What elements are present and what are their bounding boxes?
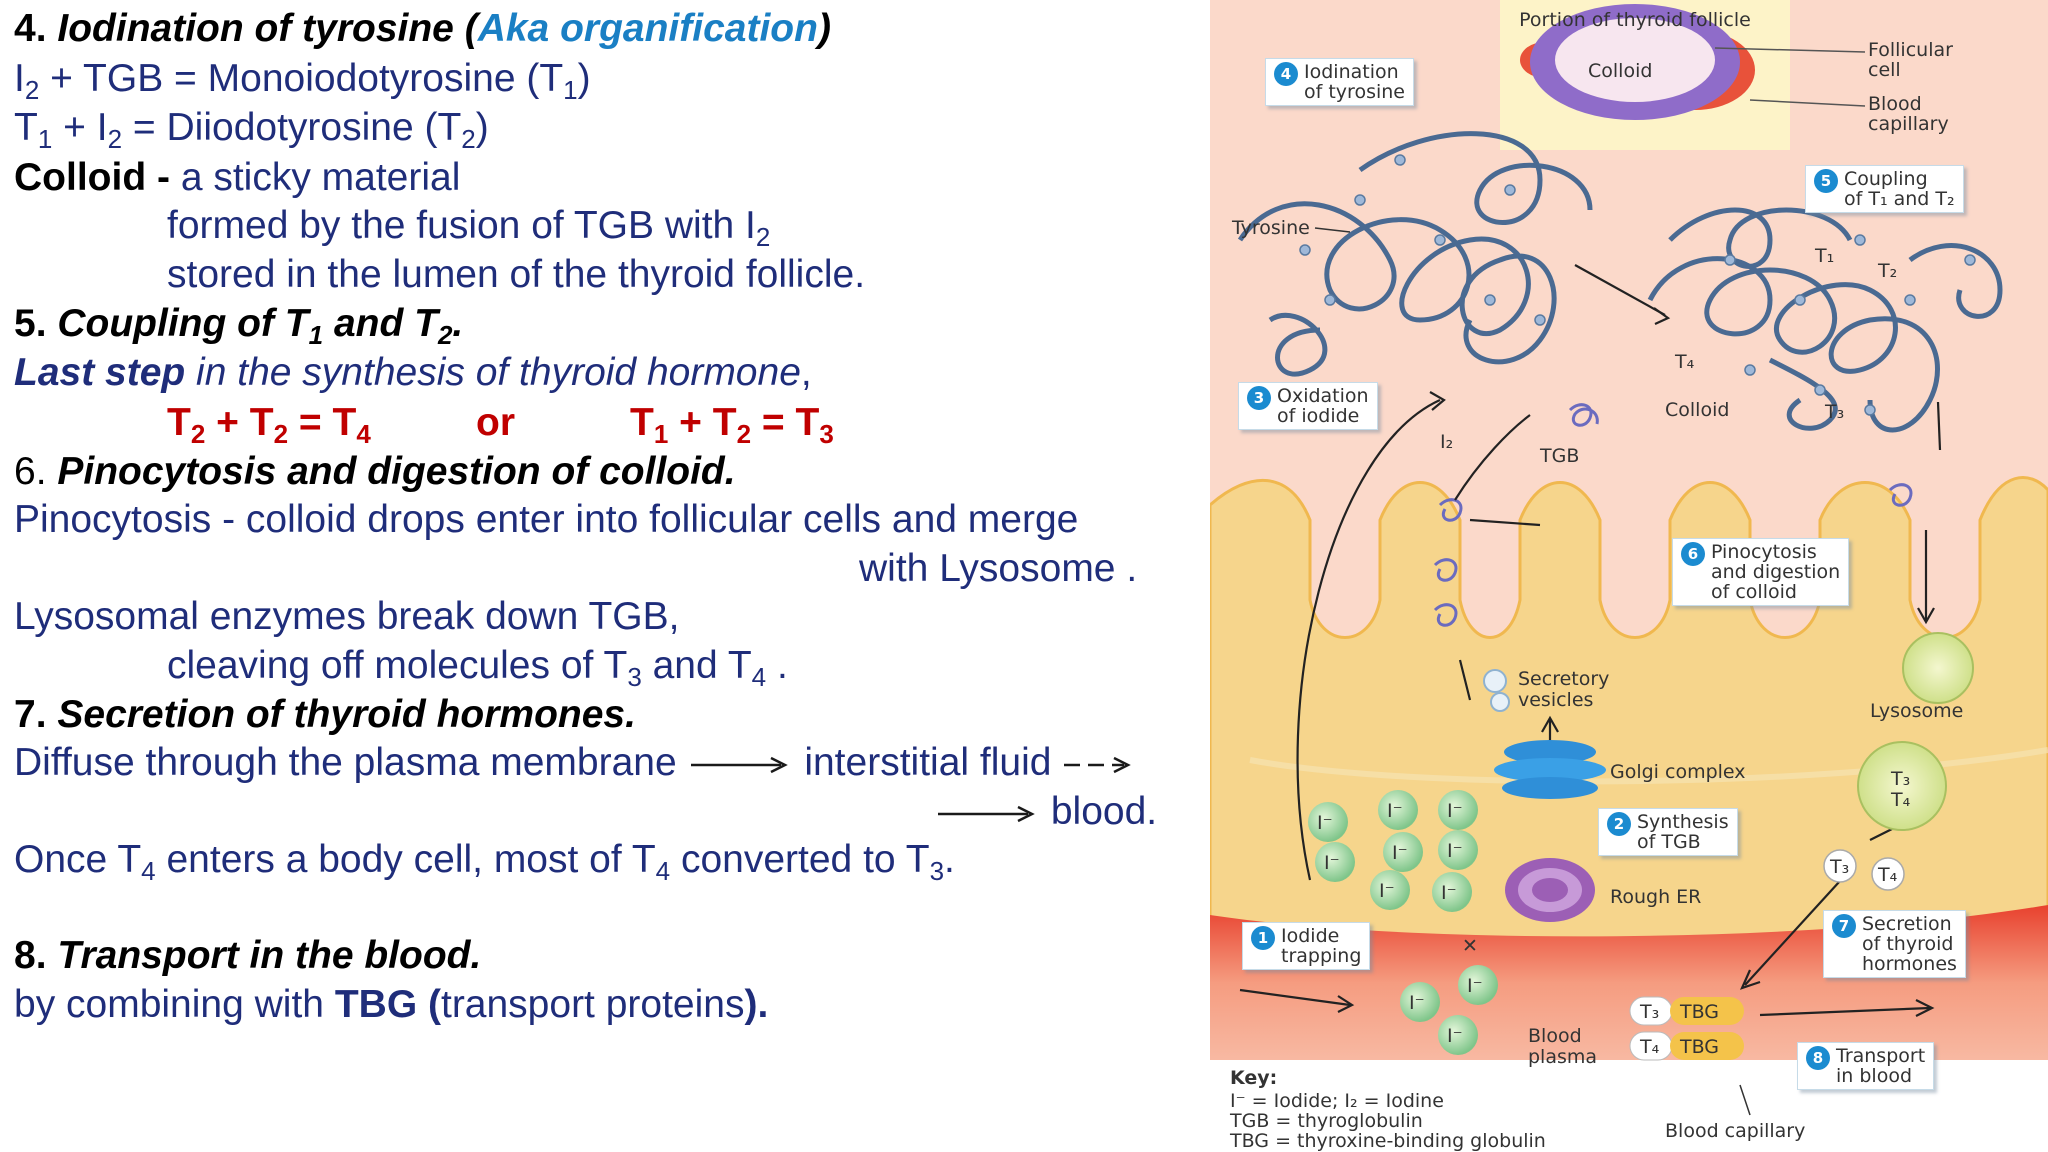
- t1-label: T₁: [1814, 245, 1834, 267]
- svg-text:T₄: T₄: [1639, 1036, 1660, 1058]
- reaction-t3: T1 + T2 = T3: [630, 401, 834, 449]
- section-8-heading: 8. Transport in the blood.: [14, 934, 482, 977]
- rough-er: [1505, 858, 1595, 922]
- rough-er-label: Rough ER: [1610, 886, 1701, 908]
- svg-text:I⁻: I⁻: [1447, 1025, 1463, 1047]
- iodide-ions: I⁻ I⁻ I⁻ I⁻ I⁻ I⁻ I⁻ I⁻ I⁻ I⁻ I⁻: [1308, 790, 1498, 1055]
- blood-capillary-label: Blood capillary: [1665, 1120, 1805, 1142]
- key-tbg: TBG = thyroxine-binding globulin: [1229, 1130, 1546, 1152]
- tgb-chain-left: [1237, 201, 1557, 365]
- svg-text:TBG: TBG: [1679, 1001, 1719, 1023]
- lysosomal-line-1: Lysosomal enzymes break down TGB,: [14, 595, 680, 638]
- svg-text:T₃: T₃: [1639, 1001, 1659, 1023]
- svg-text:I⁻: I⁻: [1387, 800, 1403, 822]
- svg-text:I⁻: I⁻: [1447, 800, 1463, 822]
- notes-panel: 4. Iodination of tyrosine (Aka organific…: [14, 7, 1157, 1026]
- t3-label: T₃: [1824, 401, 1844, 423]
- thyroid-hormone-synthesis-diagram: Portion of thyroid follicle Colloid Foll…: [1210, 0, 2048, 1152]
- lysosome-t3-t4: [1857, 741, 1947, 831]
- pinocytosis-line-1: Pinocytosis - colloid drops enter into f…: [14, 498, 1079, 541]
- follicle-colloid-label: Colloid: [1588, 60, 1652, 82]
- lysosomal-line-2: cleaving off molecules of T3 and T4 .: [167, 644, 788, 692]
- tgb-label: TGB: [1539, 445, 1579, 467]
- transport-line: by combining with TBG (transport protein…: [14, 983, 769, 1026]
- svg-text:T₃: T₃: [1829, 856, 1849, 878]
- svg-text:TBG: TBG: [1679, 1036, 1719, 1058]
- t2-label: T₂: [1877, 260, 1897, 282]
- tgb-clusters: [1433, 403, 1913, 627]
- svg-text:I⁻: I⁻: [1324, 852, 1340, 874]
- blood-capillary-inset-label-2: capillary: [1868, 113, 1949, 135]
- blood-capillary-inset-label-1: Blood: [1868, 93, 1922, 115]
- secretory-vesicles-label-1: Secretory: [1518, 668, 1609, 690]
- dashed-arrow-icon: [1064, 756, 1132, 773]
- follicular-cell-label-1: Follicular: [1868, 39, 1953, 61]
- diffuse-line: Diffuse through the plasma membrane inte…: [14, 740, 1134, 786]
- colloid-label: Colloid: [1665, 399, 1729, 421]
- blood-plasma-label-2: plasma: [1528, 1046, 1597, 1068]
- arrow-right-icon: [691, 756, 789, 773]
- secretory-vesicles-label-2: vesicles: [1518, 689, 1593, 711]
- svg-text:I⁻: I⁻: [1441, 882, 1457, 904]
- tgb-chain-right: [1647, 256, 1940, 433]
- section-4-heading: 4. Iodination of tyrosine (Aka organific…: [14, 7, 831, 50]
- colloid-line-2: formed by the fusion of TGB with I2: [167, 204, 771, 252]
- blood-plasma-label-1: Blood: [1528, 1025, 1582, 1047]
- blood-line: blood.: [934, 789, 1157, 835]
- t4-label: T₄: [1674, 351, 1695, 373]
- i2-label: I₂: [1440, 431, 1453, 453]
- colloid-line-3: stored in the lumen of the thyroid folli…: [167, 253, 866, 296]
- once-line: Once T4 enters a body cell, most of T4 c…: [14, 838, 955, 886]
- key-iodide: I⁻ = Iodide; I₂ = Iodine: [1230, 1090, 1444, 1112]
- aka-organification: Aka organification: [477, 7, 818, 50]
- key-tgb: TGB = thyroglobulin: [1229, 1110, 1423, 1132]
- tyrosine-label: Tyrosine: [1231, 217, 1310, 239]
- tbg-complexes: T₃ TBG T₄ TBG: [1629, 996, 1744, 1061]
- reaction-t4: T2 + T2 = T4: [167, 401, 371, 449]
- tyrosine-marks: [1299, 154, 1976, 416]
- svg-text:T₄: T₄: [1877, 864, 1898, 886]
- lysosome-t3: T₃: [1890, 768, 1910, 790]
- svg-text:I⁻: I⁻: [1409, 992, 1425, 1014]
- section-5-heading: 5. Coupling of T1 and T2.: [14, 302, 464, 350]
- svg-text:I⁻: I⁻: [1392, 842, 1408, 864]
- lysosome-t4: T₄: [1890, 789, 1911, 811]
- lysosome: [1902, 632, 1974, 704]
- colloid-definition: Colloid - a sticky material: [14, 156, 461, 199]
- svg-text:I⁻: I⁻: [1379, 880, 1395, 902]
- arrow-right-icon: [938, 805, 1035, 822]
- key-title: Key:: [1230, 1067, 1277, 1089]
- golgi-label: Golgi complex: [1610, 761, 1746, 783]
- pinocytosis-line-2: with Lysosome .: [859, 547, 1138, 590]
- reaction-or: or: [476, 401, 515, 444]
- golgi-complex: [1494, 740, 1606, 799]
- svg-text:I⁻: I⁻: [1447, 840, 1463, 862]
- follicle-title: Portion of thyroid follicle: [1519, 9, 1751, 31]
- lysosome-label: Lysosome: [1870, 700, 1963, 722]
- section-6-heading: 6. Pinocytosis and digestion of colloid.: [14, 450, 736, 493]
- pump-icon: ✕: [1462, 935, 1478, 957]
- equation-diiodotyrosine: T1 + I2 = Diiodotyrosine (T2): [14, 106, 489, 154]
- svg-text:I⁻: I⁻: [1467, 975, 1483, 997]
- follicular-cell-label-2: cell: [1868, 59, 1901, 81]
- secretory-vesicle: [1483, 669, 1507, 693]
- svg-text:I⁻: I⁻: [1317, 812, 1333, 834]
- last-step-line: Last step in the synthesis of thyroid ho…: [14, 351, 812, 394]
- section-7-heading: 7. Secretion of thyroid hormones.: [14, 693, 636, 736]
- flow-arrows: [1239, 264, 1942, 1017]
- equation-monoiodotyrosine: I2 + TGB = Monoiodotyrosine (T1): [14, 57, 591, 105]
